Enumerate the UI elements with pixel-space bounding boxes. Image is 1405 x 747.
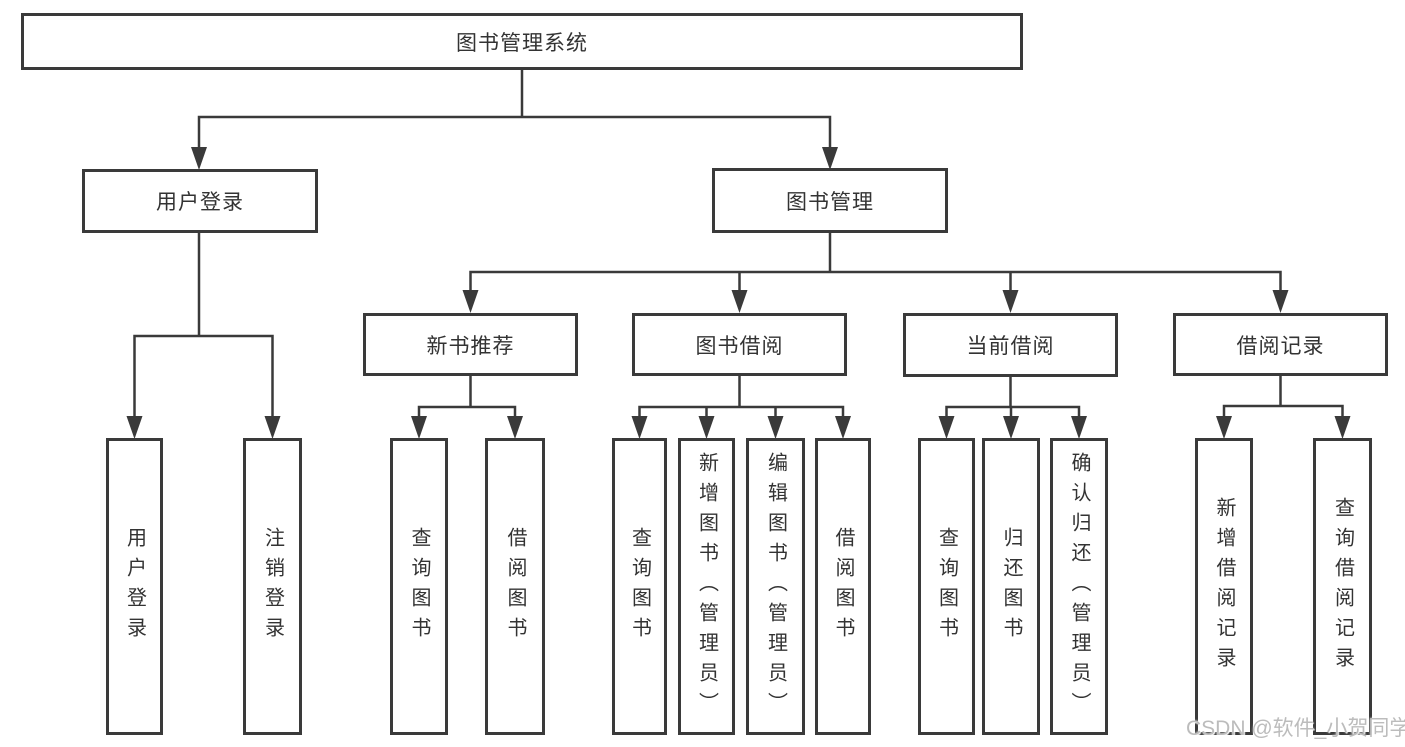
node-label: 当前借阅 bbox=[966, 335, 1055, 358]
node-new-book-recommend: 新书推荐 bbox=[363, 313, 578, 376]
leaf-label: 新增借阅记录 bbox=[1213, 496, 1235, 677]
leaf-user-login: 用户登录 bbox=[106, 438, 163, 735]
leaf-label: 查询图书 bbox=[628, 526, 651, 647]
leaf-label: 确认归还（管理员） bbox=[1068, 451, 1090, 722]
leaf-label: 查询图书 bbox=[935, 526, 958, 647]
leaf-label: 注销登录 bbox=[261, 526, 284, 647]
leaf-query-borrow-record: 查询借阅记录 bbox=[1313, 438, 1372, 735]
leaf-label: 查询借阅记录 bbox=[1331, 496, 1354, 677]
leaf-borrow-books-recommend: 借阅图书 bbox=[485, 438, 545, 735]
leaf-label: 借阅图书 bbox=[504, 526, 526, 647]
leaf-label: 新增图书（管理员） bbox=[695, 451, 718, 722]
leaf-confirm-return-admin: 确认归还（管理员） bbox=[1050, 438, 1108, 735]
leaf-logout: 注销登录 bbox=[243, 438, 302, 735]
node-label: 图书借阅 bbox=[695, 334, 784, 358]
leaf-label: 借阅图书 bbox=[832, 526, 854, 647]
leaf-edit-book-admin: 编辑图书（管理员） bbox=[746, 438, 805, 735]
node-borrow-records: 借阅记录 bbox=[1173, 313, 1388, 376]
node-user-login: 用户登录 bbox=[82, 169, 318, 233]
node-label: 新书推荐 bbox=[426, 334, 515, 358]
node-label: 用户登录 bbox=[156, 191, 244, 214]
leaf-query-books-recommend: 查询图书 bbox=[390, 438, 448, 735]
leaf-label: 用户登录 bbox=[123, 526, 146, 647]
leaf-add-book-admin: 新增图书（管理员） bbox=[678, 438, 735, 735]
leaf-label: 归还图书 bbox=[1000, 526, 1022, 647]
node-book-borrowing: 图书借阅 bbox=[632, 313, 847, 376]
leaf-label: 查询图书 bbox=[408, 526, 430, 647]
node-label: 借阅记录 bbox=[1236, 334, 1325, 358]
node-current-borrowing: 当前借阅 bbox=[903, 313, 1118, 377]
leaf-return-book: 归还图书 bbox=[982, 438, 1040, 735]
leaf-add-borrow-record: 新增借阅记录 bbox=[1195, 438, 1253, 735]
leaf-borrow-books-borrowing: 借阅图书 bbox=[815, 438, 871, 735]
leaf-query-books-borrowing: 查询图书 bbox=[612, 438, 667, 735]
node-root-library-system: 图书管理系统 bbox=[21, 13, 1023, 70]
arrowheads bbox=[126, 147, 1351, 439]
node-label: 图书管理系统 bbox=[456, 31, 588, 55]
leaf-query-books-current: 查询图书 bbox=[918, 438, 975, 735]
csdn-watermark: CSDN @软件_小贺同学 bbox=[1186, 717, 1405, 740]
node-book-management: 图书管理 bbox=[712, 168, 948, 233]
node-label: 图书管理 bbox=[786, 190, 874, 214]
leaf-label: 编辑图书（管理员） bbox=[764, 451, 787, 722]
